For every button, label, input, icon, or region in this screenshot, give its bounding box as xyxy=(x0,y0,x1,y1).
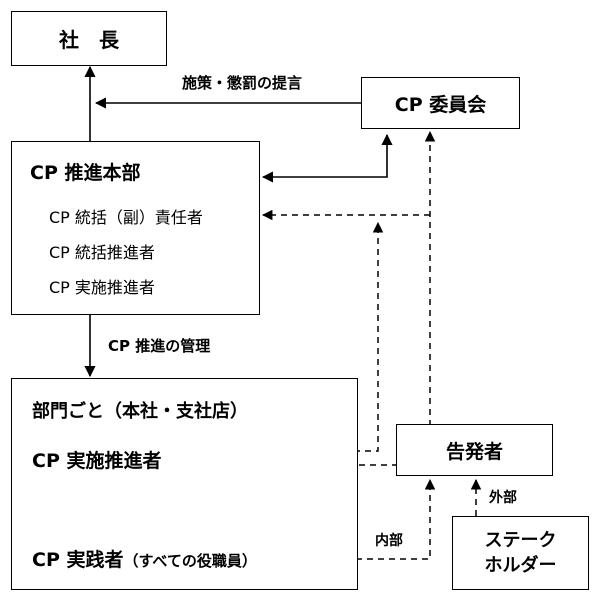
committee-hq-bidirectional-arrow xyxy=(261,133,393,183)
department-title: 部門ごと（本社・支社店） xyxy=(32,401,248,422)
stakeholder-label-line: ホルダー xyxy=(484,555,557,576)
department-promoter: CP 実施推進者 xyxy=(32,450,162,472)
internal-label: 内部 xyxy=(375,533,403,549)
hq-role-item: CP 実施推進者 xyxy=(49,278,155,297)
hq-role-item: CP 統括（副）責任者 xyxy=(49,208,203,227)
stakeholder-label-line: ステーク xyxy=(484,530,557,551)
department-box: 部門ごと（本社・支社店） CP 実施推進者 CP 実践者（すべての役職員） xyxy=(11,378,358,590)
stakeholder-box: ステーク ホルダー xyxy=(452,516,589,590)
committee-box: CP 委員会 xyxy=(361,77,520,129)
committee-label: CP 委員会 xyxy=(394,93,487,116)
president-label: 社 長 xyxy=(59,28,119,52)
management-label: CP 推進の管理 xyxy=(108,337,211,355)
external-label: 外部 xyxy=(489,490,517,506)
reporter-box: 告発者 xyxy=(396,424,553,476)
practitioner-to-reporter-dashed-arrow xyxy=(312,478,436,560)
president-box: 社 長 xyxy=(11,11,167,66)
headquarters-title: CP 推進本部 xyxy=(30,162,141,184)
practitioner-note: （すべての役職員） xyxy=(123,552,257,570)
practitioner-label: CP 実践者 xyxy=(32,549,124,571)
department-practitioner: CP 実践者（すべての役職員） xyxy=(32,545,257,572)
reporter-label: 告発者 xyxy=(445,440,503,463)
hq-role-item: CP 統括推進者 xyxy=(49,243,155,262)
headquarters-box: CP 推進本部 CP 統括（副）責任者 CP 統括推進者 CP 実施推進者 xyxy=(11,141,260,315)
proposal-label: 施策・懲罰の提言 xyxy=(182,74,303,92)
